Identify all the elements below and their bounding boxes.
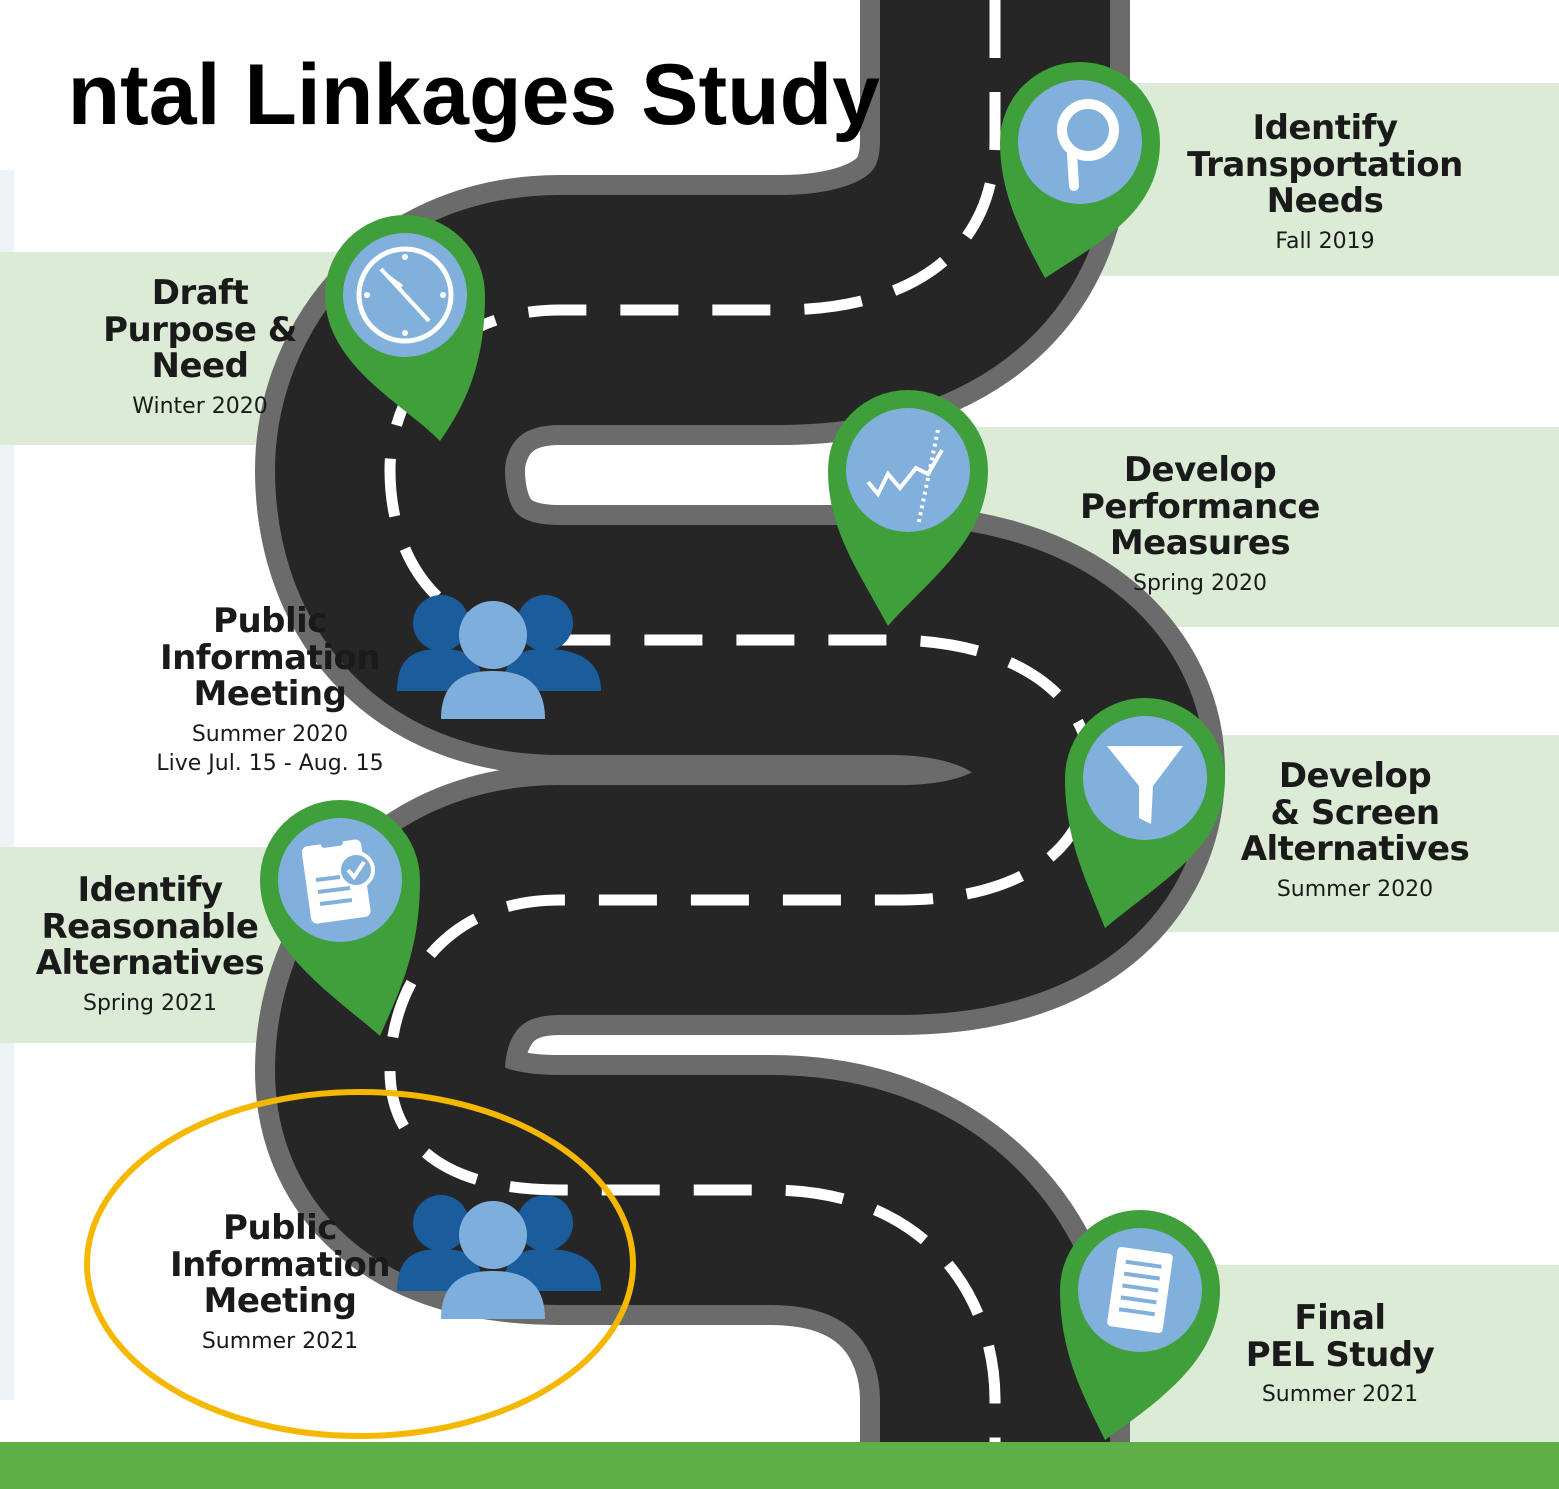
milestone-date: Summer 2020 Live Jul. 15 - Aug. 15: [156, 722, 384, 776]
pin-performance-measures: [828, 390, 988, 626]
milestone-public-meeting-2020: Public Information Meeting Summer 2020 L…: [130, 603, 410, 778]
milestone-reasonable-alternatives: Identify Reasonable Alternatives Spring …: [20, 872, 280, 1019]
document-icon: [1107, 1247, 1173, 1333]
funnel-icon: [1107, 746, 1183, 824]
milestone-final-pel: Final PEL Study Summer 2021: [1210, 1300, 1470, 1410]
left-edge-strip: [0, 170, 14, 1400]
page-title: ntal Linkages Study: [67, 47, 880, 143]
chart-icon: [866, 429, 944, 527]
milestone-name: Draft Purpose & Need: [103, 273, 297, 387]
milestone-screen-alternatives: Develop & Screen Alternatives Summer 202…: [1210, 758, 1500, 905]
milestone-identify-needs: Identify Transportation Needs Fall 2019: [1180, 110, 1470, 257]
people-icon: [397, 595, 601, 719]
people-icon: [397, 1195, 601, 1319]
milestone-name: Develop Performance Measures: [1080, 450, 1320, 564]
magnifier-icon: [1057, 99, 1119, 191]
milestone-date: Spring 2021: [83, 991, 217, 1017]
milestone-name: Develop & Screen Alternatives: [1240, 756, 1470, 870]
milestone-name: Identify Reasonable Alternatives: [35, 870, 265, 984]
milestone-public-meeting-2021: Public Information Meeting Summer 2021: [140, 1210, 420, 1357]
milestone-date: Summer 2021: [201, 1329, 359, 1355]
pin-reasonable-alternatives: [260, 800, 420, 1036]
compass-icon: [356, 246, 454, 344]
pin-final-pel: [1060, 1210, 1220, 1440]
milestone-name: Public Information Meeting: [159, 601, 381, 715]
milestone-date: Winter 2020: [132, 394, 268, 420]
milestone-draft-purpose: Draft Purpose & Need Winter 2020: [80, 275, 320, 422]
clipboard-icon: [301, 835, 375, 924]
highlight-ellipse: [84, 1089, 636, 1439]
milestone-date: Summer 2020: [1276, 877, 1434, 903]
milestone-name: Final PEL Study: [1245, 1298, 1435, 1375]
milestone-date: Fall 2019: [1275, 229, 1375, 255]
milestone-name: Public Information Meeting: [169, 1208, 391, 1322]
pin-screen-alternatives: [1065, 698, 1225, 928]
pin-identify-needs: [1000, 62, 1160, 278]
milestone-performance-measures: Develop Performance Measures Spring 2020: [1060, 452, 1340, 599]
milestone-name: Identify Transportation Needs: [1187, 108, 1463, 222]
pin-draft-purpose: [325, 215, 485, 441]
milestone-date: Summer 2021: [1261, 1382, 1419, 1408]
milestone-date: Spring 2020: [1133, 571, 1267, 597]
footer-bar: [0, 1442, 1559, 1489]
